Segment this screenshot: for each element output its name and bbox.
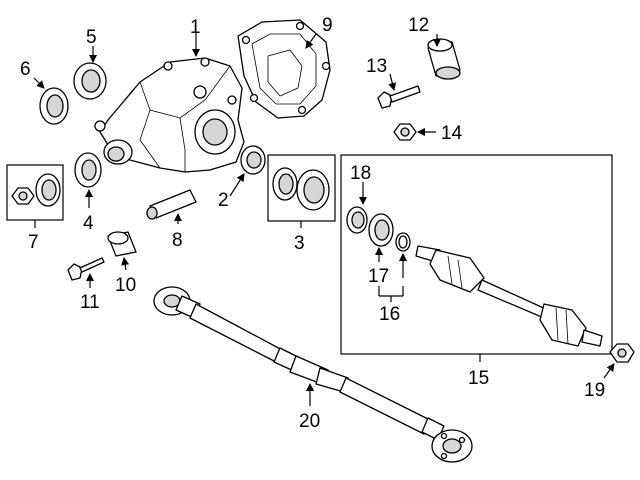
seal [240,145,266,175]
seal [73,62,107,100]
bolt [377,85,421,109]
nut [393,123,417,141]
callout-6: 6 [20,59,31,80]
callout-labels: 1 2 3 4 5 6 7 8 9 10 11 12 13 14 15 16 1… [20,15,605,432]
bushing [107,231,137,257]
callout-3: 3 [294,233,305,254]
callout-leaders [33,33,615,406]
callout-7: 7 [28,232,39,253]
callout-14: 14 [441,123,463,144]
callout-15: 15 [468,368,489,389]
callout-1: 1 [190,17,201,38]
axle-shaft-box [340,154,613,355]
nut [11,187,35,205]
callout-16: 16 [379,304,400,325]
callout-20: 20 [299,411,320,432]
axle-shaft [415,245,603,347]
callout-2: 2 [218,190,229,211]
axle-nut [609,343,635,363]
callout-8: 8 [172,230,183,251]
vent-tube [146,189,197,220]
bushing [427,38,461,80]
seal [346,206,368,234]
callout-11: 11 [80,292,100,313]
callout-13: 13 [366,56,387,77]
callout-10: 10 [115,275,136,296]
seal [296,169,330,211]
bolt [67,257,105,281]
seal [74,152,102,188]
callout-18: 18 [350,163,371,184]
seal [368,213,394,247]
driveshaft [153,286,473,463]
callout-9: 9 [322,15,333,36]
callout-4: 4 [83,213,94,234]
seal [35,173,61,207]
callout-5: 5 [86,27,97,48]
seal [39,87,69,125]
differential-housing [94,57,245,173]
callout-19: 19 [584,380,605,401]
callout-17: 17 [368,266,389,287]
seal [272,167,298,201]
callout-12: 12 [408,15,429,36]
snap-ring [395,232,411,252]
